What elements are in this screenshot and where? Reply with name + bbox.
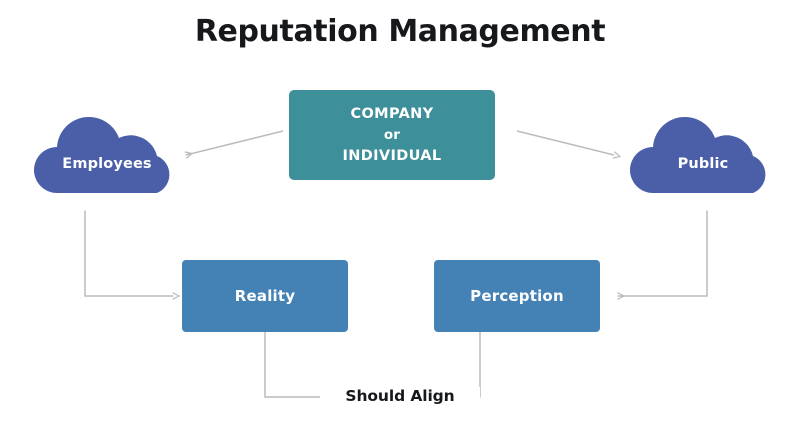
node-perception[interactable]: Perception: [434, 260, 600, 332]
company-line-2: or: [383, 126, 401, 143]
node-public[interactable]: Public: [630, 116, 776, 194]
node-company-or-individual[interactable]: COMPANY or INDIVIDUAL: [289, 90, 495, 180]
public-label: Public: [677, 155, 729, 172]
perception-label: Perception: [470, 287, 564, 305]
cloud-icon: [630, 116, 766, 193]
page-title: Reputation Management: [194, 14, 606, 49]
node-reality[interactable]: Reality: [182, 260, 348, 332]
node-employees[interactable]: Employees: [34, 116, 180, 194]
cloud-icon: [34, 116, 170, 193]
company-line-3: INDIVIDUAL: [342, 148, 442, 165]
should-align-label: Should Align: [320, 387, 480, 405]
employees-label: Employees: [62, 155, 152, 172]
reality-label: Reality: [234, 287, 296, 305]
arrow-company-to-public: [516, 130, 621, 159]
arrow-company-to-employees: [184, 130, 284, 159]
arrow-employees-to-reality: [84, 210, 180, 300]
arrow-public-to-perception: [617, 210, 708, 300]
company-line-1: COMPANY: [350, 105, 434, 122]
